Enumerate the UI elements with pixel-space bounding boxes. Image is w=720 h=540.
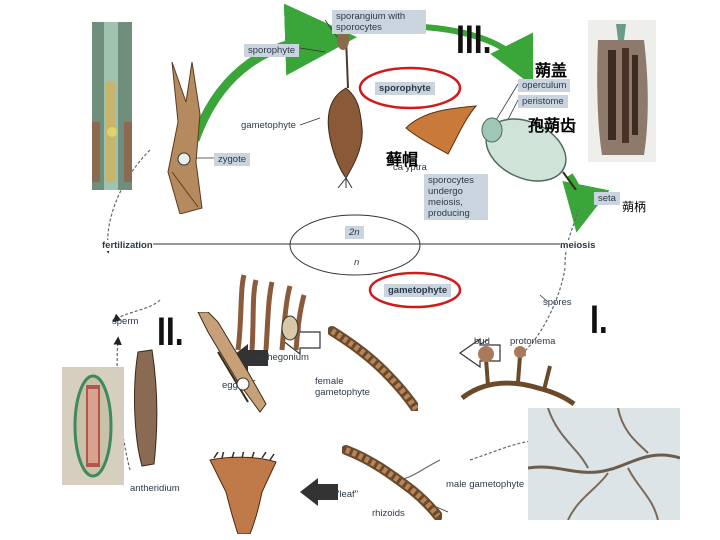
- zh-calyptra: 藓帽: [386, 150, 419, 169]
- label-peristome: peristome: [518, 95, 568, 108]
- zygote-archegonium-illustration: [167, 62, 203, 214]
- label-2n: 2n: [345, 226, 364, 239]
- label-sporophyte-top: sporophyte: [244, 44, 300, 57]
- stage-I: I.: [590, 298, 608, 342]
- label-female-gametophyte: female gametophyte: [315, 376, 370, 398]
- gametophyte-red-circle: [368, 271, 462, 309]
- archegonium-egg-illustration: [197, 312, 267, 413]
- label-gametophyte-side: gametophyte: [241, 120, 296, 131]
- label-egg: egg: [222, 380, 238, 391]
- zh-seta: 蒴柄: [622, 200, 647, 214]
- green-arc-arrow: [190, 3, 357, 142]
- label-gametophyte-circled: gametophyte: [384, 284, 452, 297]
- label-calyptra: ca yptra: [393, 162, 427, 173]
- female-gametophyte-illustration: [328, 326, 418, 411]
- sporophyte-red-circle: [358, 66, 462, 110]
- photo-capsule-section: [588, 20, 656, 162]
- antheridium-illustration: [134, 349, 158, 467]
- male-gametophyte-illustration: [342, 445, 442, 520]
- protonema-bud-illustration: [460, 346, 576, 407]
- green-arrow-down: [562, 173, 610, 233]
- label-sporangium: sporangium with sporocytes: [332, 10, 426, 34]
- label-fertilization: fertilization: [102, 240, 153, 251]
- label-meiosis: meiosis: [560, 240, 596, 251]
- sporophyte-on-gametophyte-illustration: [327, 30, 363, 188]
- label-seta: seta: [594, 192, 620, 205]
- label-leaf: "leaf": [336, 489, 359, 500]
- male-head-illustration: [209, 452, 277, 534]
- zh-peristome: 孢蒴齿: [528, 116, 577, 135]
- label-spores: spores: [543, 297, 572, 308]
- calyptra-illustration: [405, 105, 478, 155]
- label-protonema: protonema: [510, 336, 556, 347]
- ploidy-ellipse: [289, 214, 421, 276]
- label-bud: bud: [474, 336, 490, 347]
- capsule-illustration: [481, 117, 577, 190]
- zh-operculum: 蒴盖: [535, 61, 568, 80]
- label-male-gametophyte: male gametophyte: [446, 479, 525, 490]
- photo-protonema: [528, 408, 680, 520]
- label-sporophyte-circled: sporophyte: [375, 82, 435, 95]
- label-sporocytes: sporocytes undergo meiosis, producing: [424, 174, 488, 220]
- archegonia-cluster-illustration: [235, 274, 307, 351]
- ring-to-spores: [517, 267, 566, 358]
- label-archegonium: archegonium: [254, 352, 309, 363]
- label-sperm: sperm: [112, 316, 139, 327]
- label-zygote: zygote: [214, 153, 250, 166]
- label-antheridium: antheridium: [130, 483, 180, 494]
- photo-archegonium-section: [62, 367, 124, 485]
- label-rhizoids: rhizoids: [372, 508, 405, 519]
- stage-III: III.: [456, 18, 492, 62]
- photo-sporophyte-section: [92, 22, 132, 190]
- label-operculum: operculum: [518, 79, 571, 92]
- label-n: n: [354, 257, 360, 268]
- stage-II: II.: [157, 310, 184, 354]
